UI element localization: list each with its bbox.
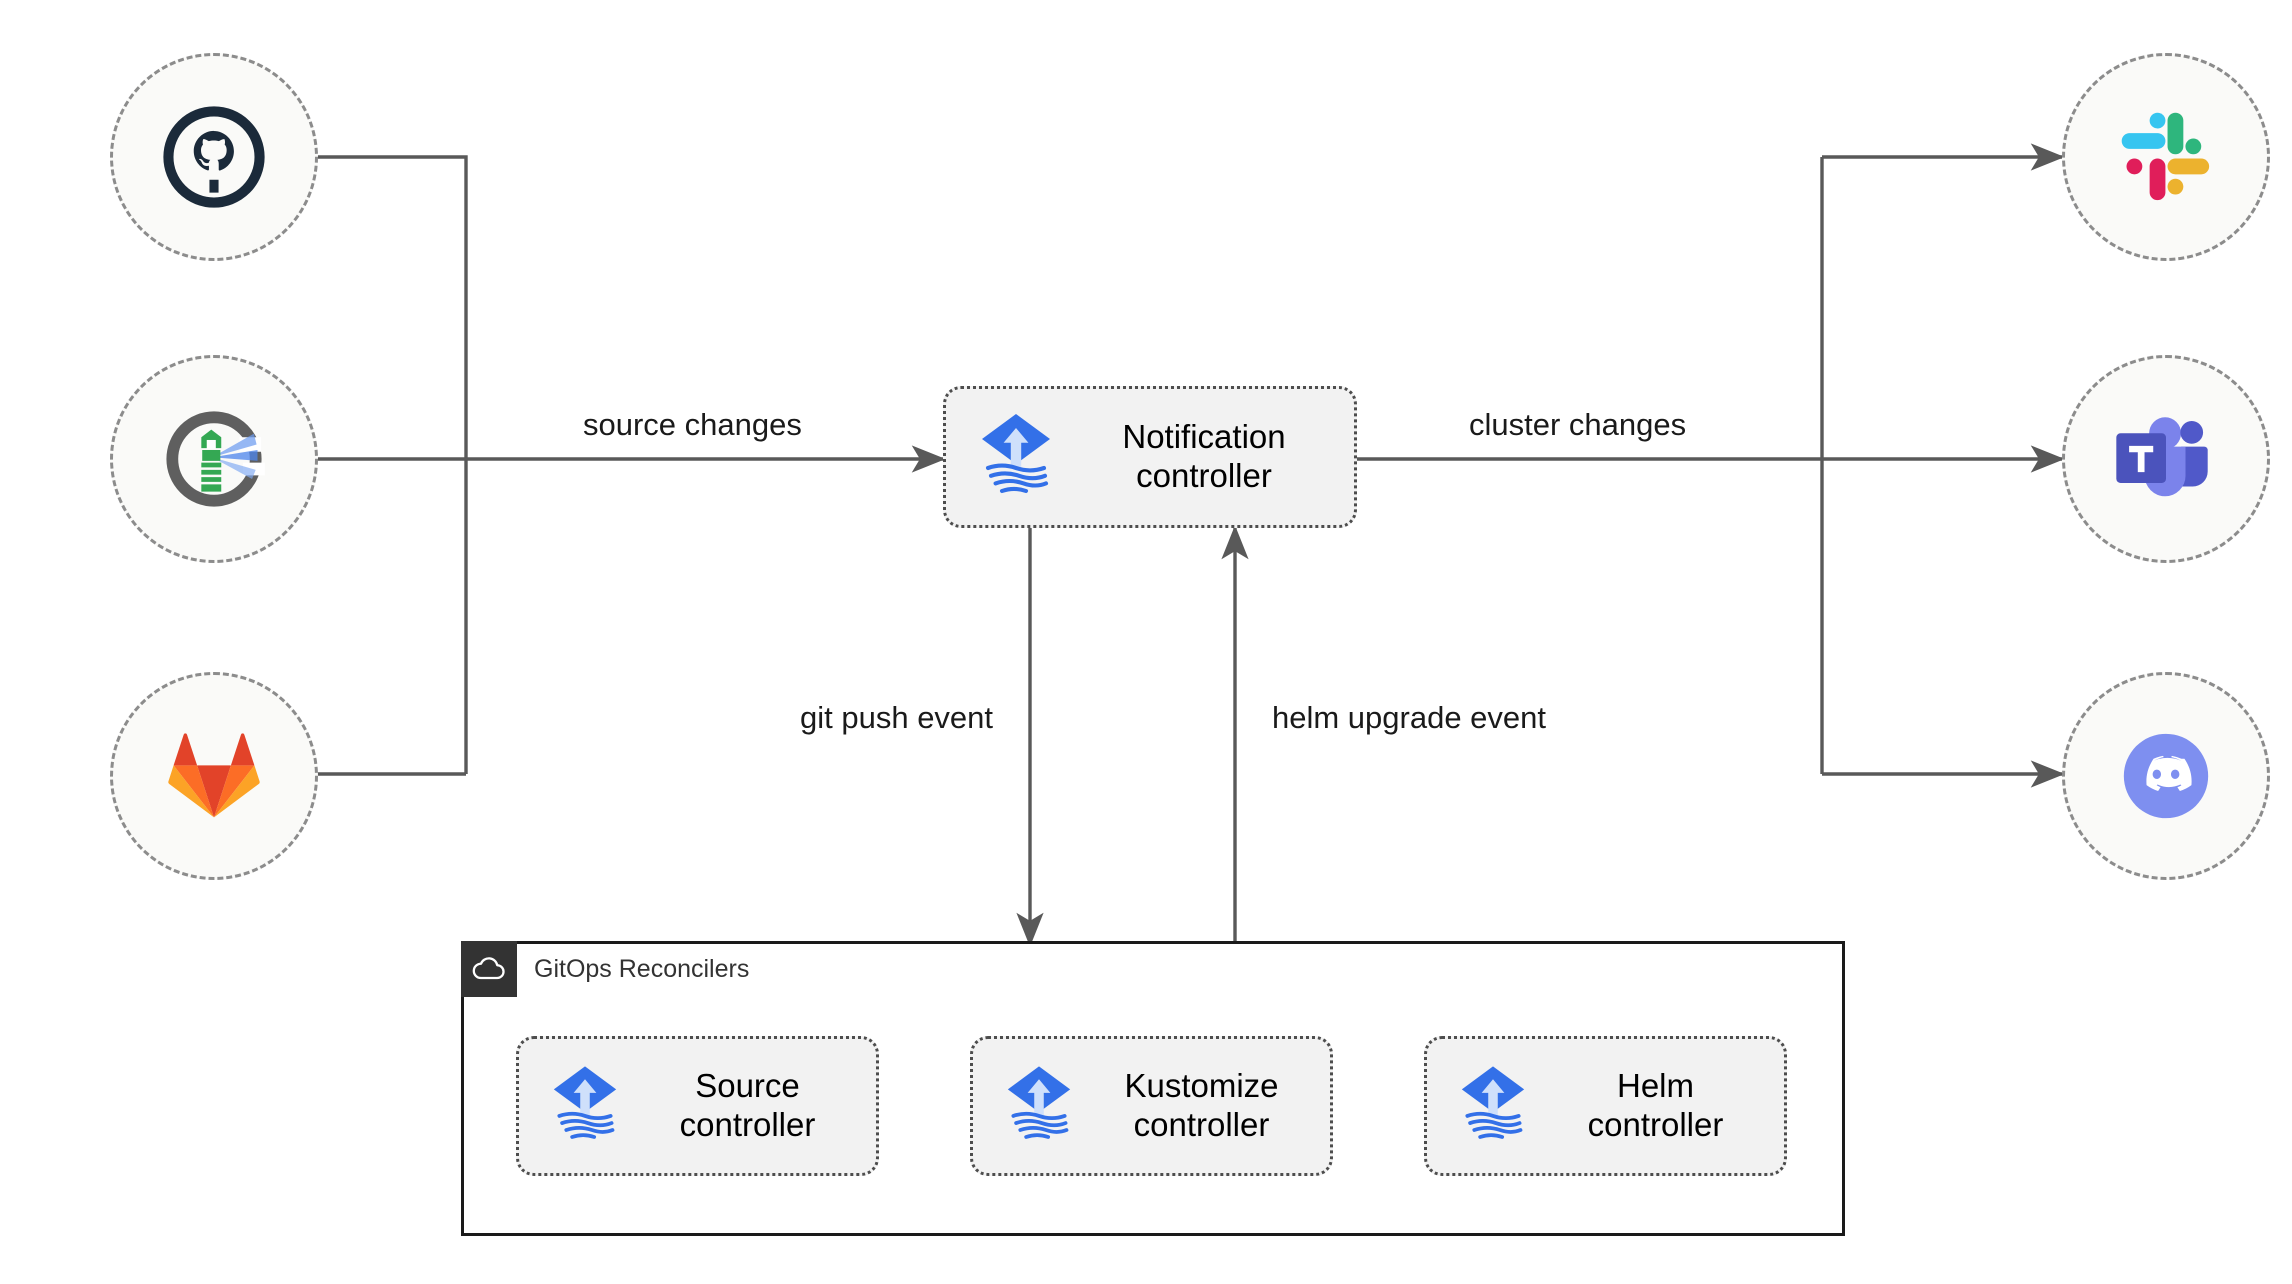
flux-logo-icon	[1449, 1060, 1537, 1153]
flux-logo-icon	[995, 1060, 1083, 1153]
source-controller-label: Source controller	[679, 1067, 816, 1143]
gitops-reconcilers-title: GitOps Reconcilers	[534, 954, 750, 983]
edge-label-git-push-event: git push event	[800, 700, 994, 735]
gitlab-icon	[161, 726, 267, 826]
slack-icon	[2114, 105, 2218, 209]
notification-controller-box[interactable]: Notification controller	[943, 386, 1357, 528]
edge-label-helm-upgrade-event: helm upgrade event	[1272, 700, 1547, 735]
gitops-reconcilers-header: GitOps Reconcilers	[461, 941, 749, 997]
notification-controller-label: Notification controller	[1122, 418, 1286, 494]
kustomize-controller-label: Kustomize controller	[1124, 1067, 1279, 1143]
helm-controller-label: Helm controller	[1587, 1067, 1724, 1143]
destination-node-discord[interactable]	[2062, 672, 2270, 880]
discord-icon	[2111, 721, 2221, 831]
github-icon	[160, 103, 268, 211]
source-node-flux[interactable]	[110, 355, 318, 563]
edge-label-cluster-changes: cluster changes	[1469, 407, 1687, 442]
flux-lighthouse-icon	[156, 401, 272, 517]
flux-logo-icon	[541, 1060, 629, 1153]
source-controller-box[interactable]: Source controller	[516, 1036, 879, 1176]
kustomize-controller-box[interactable]: Kustomize controller	[970, 1036, 1333, 1176]
helm-controller-box[interactable]: Helm controller	[1424, 1036, 1787, 1176]
destination-node-slack[interactable]	[2062, 53, 2270, 261]
destination-node-teams[interactable]	[2062, 355, 2270, 563]
source-node-gitlab[interactable]	[110, 672, 318, 880]
cloud-icon	[461, 941, 517, 997]
flux-logo-icon	[968, 407, 1064, 508]
edge-label-source-changes: source changes	[583, 407, 802, 442]
ms-teams-icon	[2111, 409, 2221, 509]
source-node-github[interactable]	[110, 53, 318, 261]
